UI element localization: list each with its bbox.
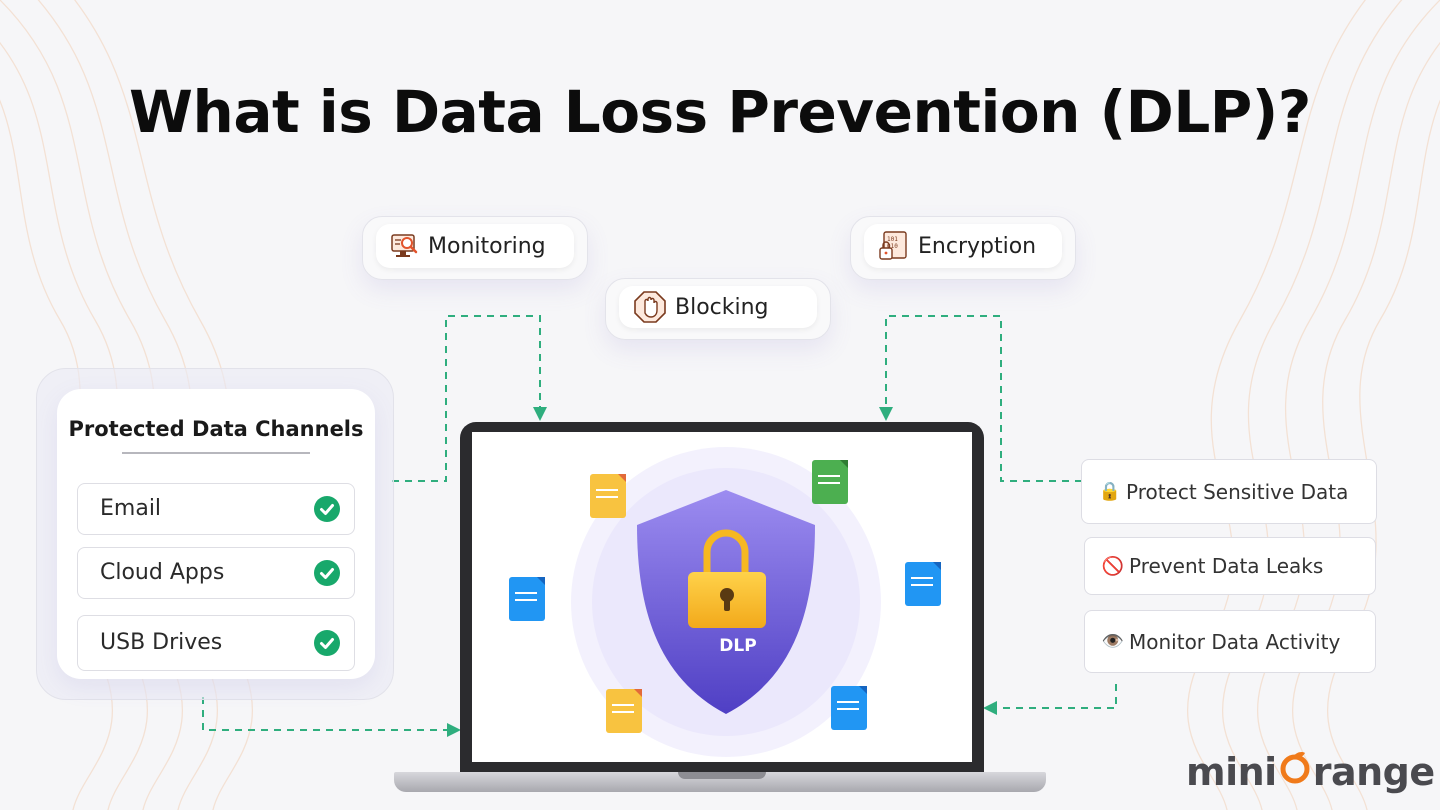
laptop: DLP [460,422,984,772]
padlock-icon [688,529,766,628]
feature-pill-blocking: Blocking [605,278,831,340]
encryption-icon: 101 010 [879,231,907,260]
document-icon [831,686,867,730]
svg-text:010: 010 [887,243,898,250]
channel-label: Cloud Apps [100,560,225,585]
document-icon [509,577,545,621]
channel-row-email: Email [77,483,355,535]
page-title: What is Data Loss Prevention (DLP)? [129,78,1311,146]
document-icon [590,474,626,518]
miniorange-logo: mini range [1186,750,1435,794]
dlp-illustration [509,447,941,757]
document-icon [812,460,848,504]
laptop-base [394,772,1046,792]
feature-pill-monitoring: Monitoring [362,216,588,280]
feature-pill-encryption: 101 010 Encryption [850,216,1076,280]
channel-row-cloud-apps: Cloud Apps [77,547,355,599]
channel-label: USB Drives [100,630,223,655]
orange-o-icon [1278,750,1312,794]
check-icon [314,630,340,656]
svg-text:101: 101 [887,236,898,243]
eye-icon: 👁️ [1101,631,1125,652]
logo-text-right: range [1312,750,1435,794]
channel-label: Email [100,496,162,521]
check-icon [314,560,340,586]
logo-text-left: mini [1186,750,1277,794]
protected-channels-card: Protected Data Channels Email Cloud Apps… [57,389,375,679]
benefit-label: Monitor Data Activity [1129,629,1341,654]
lock-icon: 🔒 [1098,481,1122,502]
hand-stop-icon [634,291,666,323]
channel-row-usb-drives: USB Drives [77,615,355,671]
channels-title: Protected Data Channels [68,417,364,441]
benefit-monitor-data-activity: 👁️ Monitor Data Activity [1084,610,1376,673]
dlp-label: DLP [719,636,757,656]
prohibited-icon: 🚫 [1101,555,1125,577]
benefit-label: Prevent Data Leaks [1129,554,1324,578]
feature-label-monitoring: Monitoring [428,233,546,259]
protected-channels-panel: Protected Data Channels Email Cloud Apps… [36,368,394,700]
benefit-prevent-data-leaks: 🚫 Prevent Data Leaks [1084,537,1376,595]
laptop-notch [678,772,766,779]
document-icon [606,689,642,733]
benefit-label: Protect Sensitive Data [1126,479,1349,504]
check-icon [314,496,340,522]
channels-divider [122,452,310,454]
laptop-display: DLP [472,432,972,762]
feature-label-encryption: Encryption [918,233,1037,259]
feature-label-blocking: Blocking [675,294,769,320]
document-icon [905,562,941,606]
benefit-protect-sensitive-data: 🔒 Protect Sensitive Data [1081,459,1377,524]
monitoring-icon [391,234,418,257]
